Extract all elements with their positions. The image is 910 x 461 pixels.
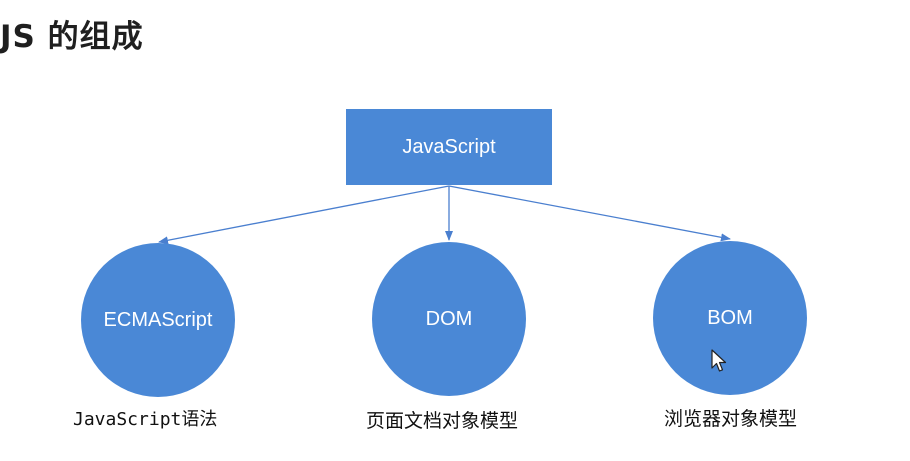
node-dom-label: DOM: [425, 307, 473, 330]
node-javascript: JavaScript: [346, 109, 552, 185]
node-dom: DOM: [372, 242, 526, 396]
edge-javascript-ecmascript: [158, 185, 450, 245]
caption-bom: 浏览器对象模型: [664, 408, 798, 430]
caption-dom: 页面文档对象模型: [366, 410, 519, 432]
edge-javascript-bom: [448, 185, 731, 242]
slide-title: JS 的组成: [0, 19, 144, 55]
node-javascript-label: JavaScript: [402, 135, 496, 158]
node-ecmascript: ECMAScript: [81, 243, 235, 397]
mouse-cursor-icon: [711, 349, 727, 372]
caption-ecmascript: JavaScript语法: [73, 409, 218, 430]
node-ecmascript-label: ECMAScript: [103, 308, 213, 331]
node-bom: BOM: [653, 241, 807, 395]
node-bom-label: BOM: [707, 306, 753, 329]
